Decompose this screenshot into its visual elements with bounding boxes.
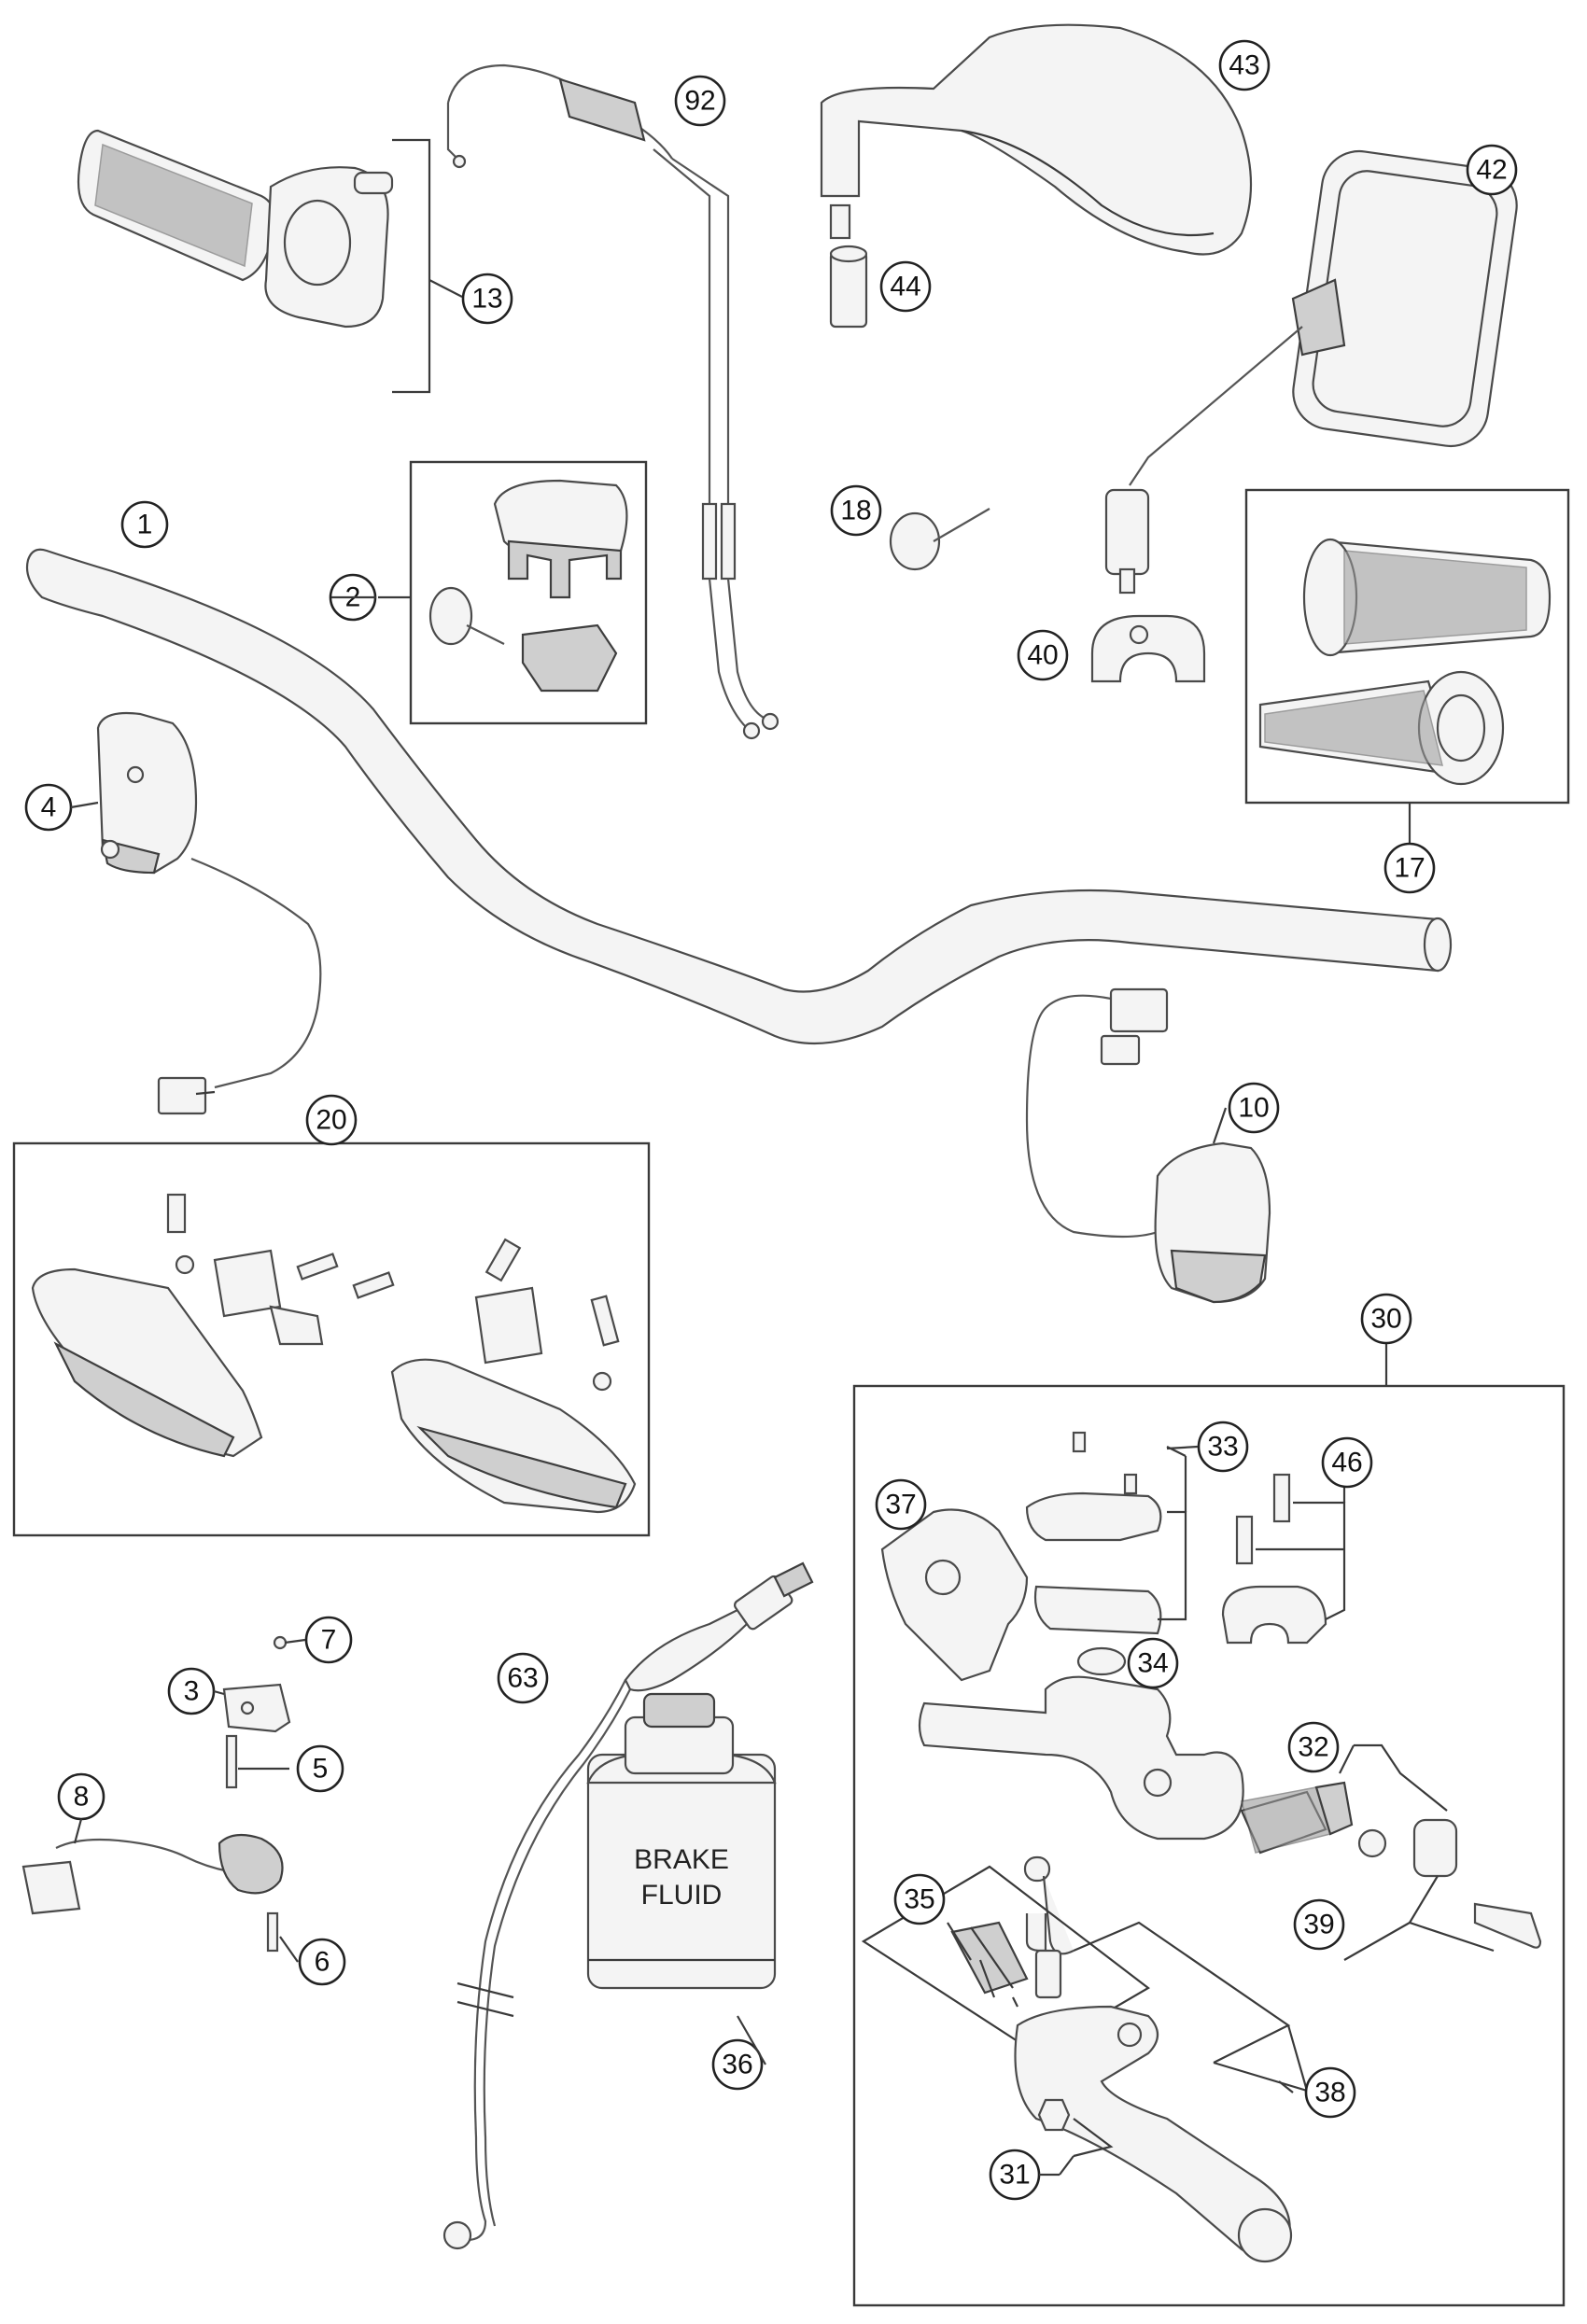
handguard-kit-20 <box>12 1120 651 1537</box>
callout-42: 42 <box>1466 144 1518 196</box>
callout-63: 63 <box>497 1652 549 1704</box>
throttle-cables <box>446 63 779 740</box>
svg-text:5: 5 <box>313 1754 329 1785</box>
callout-3: 3 <box>167 1667 216 1715</box>
callout-46: 46 <box>1321 1436 1373 1489</box>
callout-17: 17 <box>1383 842 1436 894</box>
callout-31: 31 <box>989 2149 1041 2201</box>
svg-text:35: 35 <box>904 1884 934 1915</box>
svg-text:40: 40 <box>1027 640 1058 671</box>
switch-10 <box>1025 987 1271 1304</box>
svg-text:33: 33 <box>1207 1432 1238 1463</box>
callout-30: 30 <box>1360 1293 1412 1345</box>
callout-20: 20 <box>305 1094 358 1146</box>
svg-text:32: 32 <box>1298 1732 1328 1763</box>
leader-lines <box>70 595 1294 2177</box>
svg-text:36: 36 <box>722 2050 752 2080</box>
grips-set-17 <box>1244 488 1570 845</box>
svg-text:13: 13 <box>471 284 502 315</box>
callout-37: 37 <box>875 1478 927 1531</box>
callout-13: 13 <box>461 273 513 325</box>
callout-40: 40 <box>1017 629 1069 681</box>
callout-32: 32 <box>1287 1721 1340 1773</box>
callout-35: 35 <box>893 1873 946 1925</box>
mirror-43 <box>820 23 1253 256</box>
svg-text:4: 4 <box>41 792 57 823</box>
callout-44: 44 <box>879 260 932 313</box>
callout-34: 34 <box>1127 1637 1179 1689</box>
callout-39: 39 <box>1293 1898 1345 1951</box>
svg-text:34: 34 <box>1137 1648 1168 1679</box>
svg-text:46: 46 <box>1331 1448 1362 1478</box>
callout-6: 6 <box>298 1938 346 1986</box>
callout-43: 43 <box>1218 39 1271 91</box>
svg-text:44: 44 <box>890 272 920 302</box>
svg-text:30: 30 <box>1370 1304 1401 1335</box>
svg-text:10: 10 <box>1238 1093 1269 1124</box>
svg-text:37: 37 <box>885 1490 916 1520</box>
svg-text:8: 8 <box>74 1782 90 1813</box>
callout-4: 4 <box>24 783 73 832</box>
brake-master-cylinder-kit-30 <box>852 1344 1566 2307</box>
cable-tie-18 <box>889 508 990 571</box>
callout-33: 33 <box>1197 1421 1249 1473</box>
brake-line-63 <box>442 1561 814 2250</box>
callout-38: 38 <box>1304 2066 1356 2119</box>
callout-1: 1 <box>120 500 169 549</box>
brake-fluid-label-line2: FLUID <box>641 1880 723 1911</box>
svg-text:17: 17 <box>1394 853 1425 884</box>
callout-18: 18 <box>830 484 882 537</box>
brake-fluid-label-line1: BRAKE <box>634 1844 729 1875</box>
throttle-grip-assembly <box>77 129 463 394</box>
switch-4 <box>96 711 322 1115</box>
callout-10: 10 <box>1228 1082 1280 1134</box>
svg-text:7: 7 <box>321 1625 337 1656</box>
brake-fluid-bottle-36: BRAKE FLUID <box>586 1692 777 1990</box>
svg-text:39: 39 <box>1303 1910 1334 1940</box>
svg-text:92: 92 <box>684 86 715 117</box>
handlebar-1 <box>25 548 1453 1045</box>
mirror-42 <box>1104 149 1518 595</box>
callout-92: 92 <box>674 75 726 127</box>
small-parts-3-5-7 <box>222 1635 291 1789</box>
callout-36: 36 <box>711 2038 764 2091</box>
svg-text:38: 38 <box>1314 2078 1345 2108</box>
callout-7: 7 <box>304 1616 353 1664</box>
callouts: 1 2 3 4 5 6 7 8 10 13 17 18 20 30 31 32 … <box>24 39 1518 2201</box>
bolt-44 <box>829 245 868 329</box>
svg-text:31: 31 <box>999 2160 1030 2191</box>
clamp-40 <box>1090 614 1206 683</box>
svg-text:18: 18 <box>840 496 871 526</box>
callout-5: 5 <box>296 1744 344 1793</box>
svg-text:6: 6 <box>315 1947 330 1978</box>
svg-text:1: 1 <box>137 510 153 540</box>
part-kit-2 <box>378 460 648 725</box>
svg-text:63: 63 <box>507 1663 538 1694</box>
svg-text:43: 43 <box>1229 50 1259 81</box>
callout-8: 8 <box>57 1772 105 1821</box>
svg-text:3: 3 <box>184 1676 200 1707</box>
svg-text:42: 42 <box>1476 155 1507 186</box>
sensor-cable-8 <box>21 1833 284 1953</box>
svg-text:20: 20 <box>316 1105 346 1136</box>
